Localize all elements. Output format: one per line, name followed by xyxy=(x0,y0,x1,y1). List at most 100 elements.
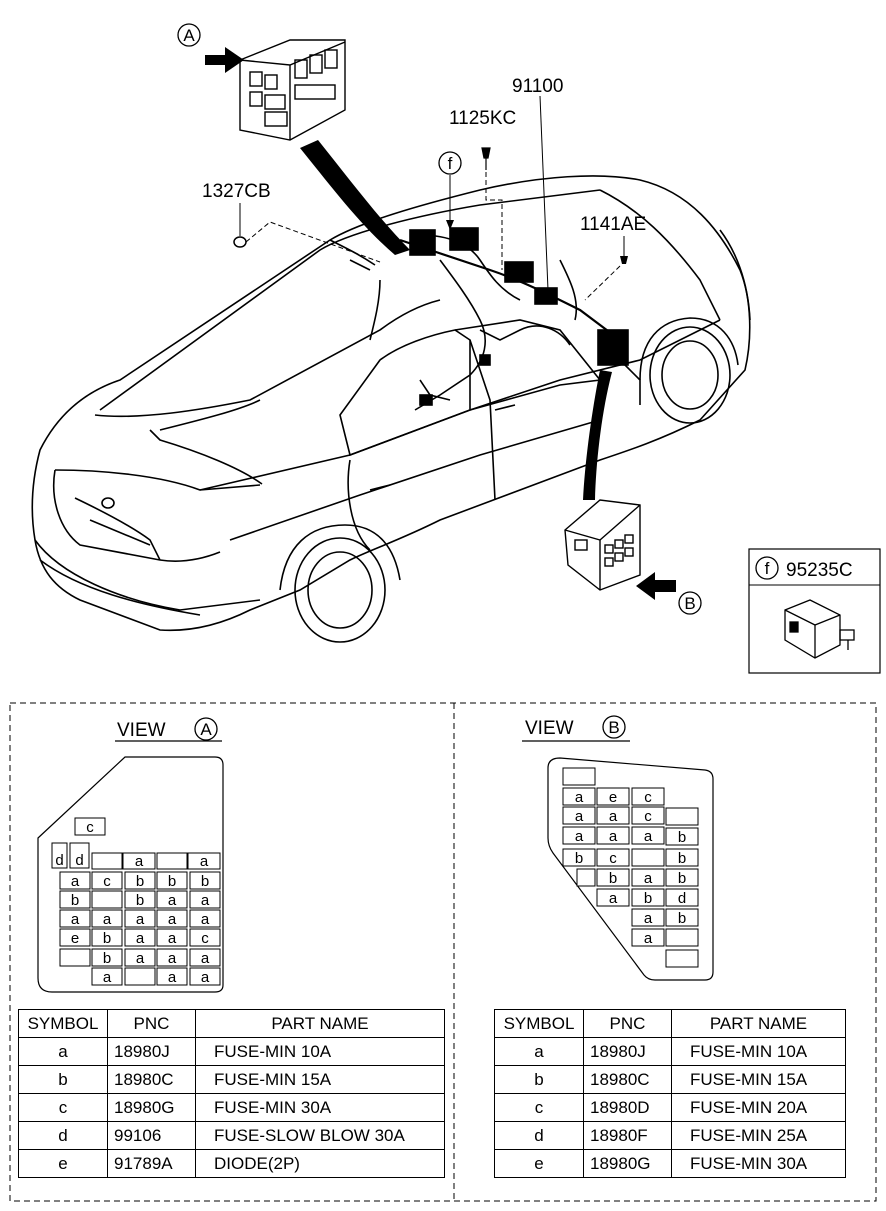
table-header: PART NAME xyxy=(195,1009,445,1038)
view-b-fuse-slot xyxy=(596,888,630,907)
view-a-fuse-label: b xyxy=(136,873,144,890)
view-b-fuse-label: a xyxy=(609,890,618,907)
view-a-fuse-label: a xyxy=(71,873,80,890)
view-a-fuse-label: b xyxy=(103,930,111,947)
view-a-fuse-label: a xyxy=(168,969,177,986)
view-a-fuse-slot xyxy=(59,909,91,928)
view-a-fuse-label: c xyxy=(103,873,111,890)
arrow-to-box-b xyxy=(636,572,676,600)
view-a-marker: A xyxy=(183,26,195,45)
view-a-fuse-label: a xyxy=(201,969,210,986)
view-b-fuse-slot xyxy=(562,826,596,845)
view-b-empty-slot xyxy=(665,928,699,947)
view-b-fuse-slot xyxy=(562,806,596,825)
bolt-1125kc-icon xyxy=(481,147,491,170)
view-b-fuse-slot xyxy=(631,826,665,845)
view-b-fuse-slot xyxy=(596,868,630,887)
view-b-fuse-slot xyxy=(631,787,665,806)
part-name-cell: FUSE-MIN 10A xyxy=(195,1037,445,1066)
view-a-empty-slot xyxy=(124,967,156,986)
view-b-fuse-slot xyxy=(631,868,665,887)
part-name-cell: FUSE-MIN 20A xyxy=(671,1093,846,1122)
view-b-fuse-block xyxy=(547,757,714,981)
relay-box-marker: f xyxy=(765,559,770,578)
relay-part-number: 95235C xyxy=(786,560,853,581)
view-a-fuse-label: a xyxy=(201,950,210,967)
view-a-fuse-slot xyxy=(187,852,221,870)
view-a-fuse-label: b xyxy=(136,892,144,909)
table-header: PART NAME xyxy=(671,1009,846,1038)
view-a-fuse-label: a xyxy=(135,853,144,870)
view-b-fuse-label: a xyxy=(609,828,618,845)
view-a-fuse-slot xyxy=(124,909,156,928)
view-b-fuse-label: e xyxy=(609,789,617,806)
view-a-fuse-label: a xyxy=(103,969,112,986)
view-b-empty-slot xyxy=(576,868,596,887)
view-a-fuse-label: a xyxy=(168,950,177,967)
view-a-fuse-slot xyxy=(91,871,123,890)
view-a-fuse-label: d xyxy=(55,852,63,869)
view-b-empty-slot xyxy=(631,848,665,867)
view-b-fuse-slot xyxy=(596,826,630,845)
leader-1327cb xyxy=(245,221,381,263)
view-b-fuse-label: a xyxy=(644,828,653,845)
symbol-cell: c xyxy=(494,1093,584,1122)
pnc-cell: 99106 xyxy=(107,1121,196,1150)
view-a-fuse-slot xyxy=(189,909,221,928)
view-a-fuse-slot xyxy=(51,842,68,869)
view-a-empty-slot xyxy=(59,948,91,967)
callout-91100: 91100 xyxy=(512,76,563,97)
view-b-fuse-slot xyxy=(665,868,699,887)
view-a-fuse-label: e xyxy=(71,930,79,947)
view-a-fuse-label: a xyxy=(136,950,145,967)
view-a-fuse-slot xyxy=(189,890,221,909)
view-a-fuse-slot xyxy=(189,871,221,890)
view-a-fuse-label: c xyxy=(201,930,209,947)
symbol-cell: b xyxy=(494,1065,584,1094)
view-a-fuse-label: b xyxy=(71,892,79,909)
part-name-cell: FUSE-MIN 25A xyxy=(671,1121,846,1150)
leader-arrow-a xyxy=(300,140,410,255)
view-a-fuse-label: a xyxy=(168,911,177,928)
callout-1141ae: 1141AE xyxy=(580,214,646,235)
table-header: PNC xyxy=(583,1009,672,1038)
view-b-fuse-label: c xyxy=(644,808,652,825)
view-a-fuse-label: a xyxy=(201,911,210,928)
view-b-fuse-slot xyxy=(596,848,630,867)
view-a-fuse-label: a xyxy=(71,911,80,928)
view-a-marker-circle xyxy=(177,23,201,47)
view-b-fuse-label: a xyxy=(644,930,653,947)
junction-box-a xyxy=(239,39,346,141)
view-b-fuse-label: b xyxy=(644,890,652,907)
view-a-fuse-slot xyxy=(59,928,91,947)
pnc-cell: 18980J xyxy=(107,1037,196,1066)
view-b-empty-slot xyxy=(665,807,699,826)
view-b-fuse-slot xyxy=(631,888,665,907)
pnc-cell: 18980C xyxy=(583,1065,672,1094)
view-a-fuse-slot xyxy=(74,817,106,836)
bolt-1141ae-icon xyxy=(620,236,628,264)
view-b-fuse-label: b xyxy=(678,850,686,867)
bolt-1327cb-icon xyxy=(233,203,247,248)
view-b-empty-slot xyxy=(562,767,596,786)
view-b-fuse-label: c xyxy=(609,850,617,867)
view-a-empty-slot xyxy=(91,852,123,870)
symbol-cell: e xyxy=(18,1149,108,1178)
view-a-fuse-slot xyxy=(156,928,188,947)
relay-marker-circle xyxy=(438,151,462,175)
view-a-fuse-label: a xyxy=(168,930,177,947)
view-a-fuse-block xyxy=(37,756,224,993)
view-b-fuse-slot xyxy=(631,908,665,927)
part-name-cell: FUSE-MIN 30A xyxy=(195,1093,445,1122)
symbol-cell: a xyxy=(494,1037,584,1066)
view-a-fuse-slot xyxy=(59,890,91,909)
view-a-fuse-slot xyxy=(124,948,156,967)
view-b-fuse-slot xyxy=(596,787,630,806)
callout-relay-marker: f xyxy=(448,154,453,173)
view-a-fuse-slot xyxy=(156,948,188,967)
